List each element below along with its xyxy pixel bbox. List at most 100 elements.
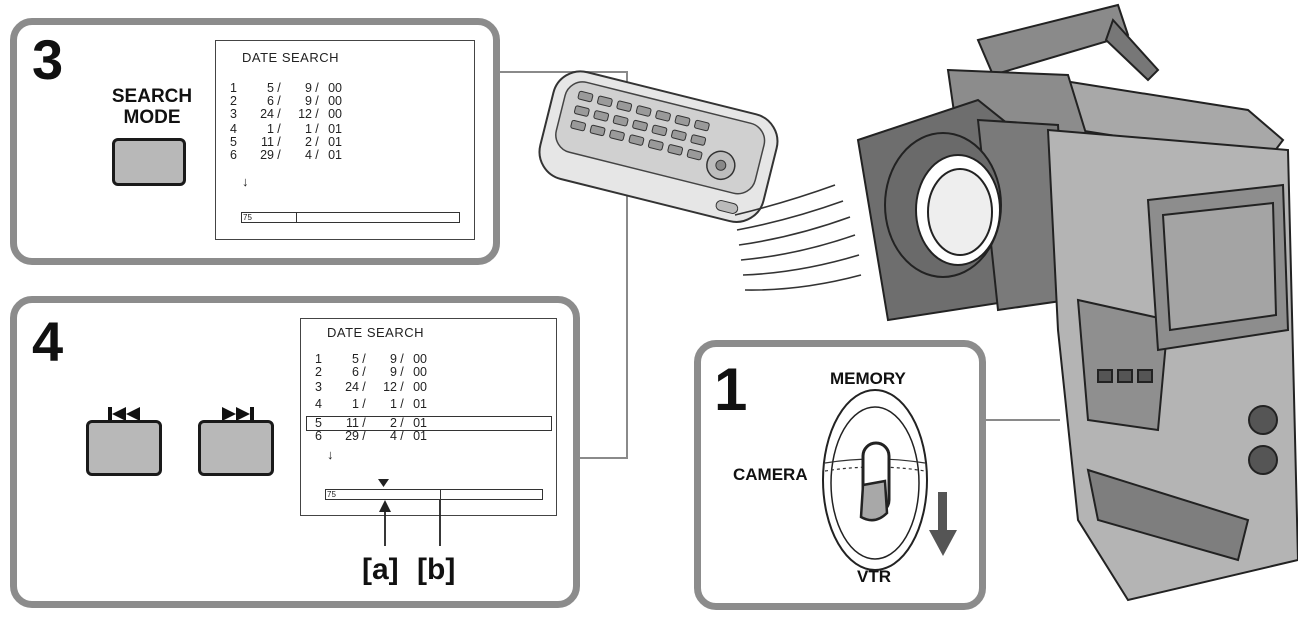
- row-day: 29: [260, 148, 274, 162]
- search-mode-label-line-2: MODE: [123, 107, 181, 128]
- row-day: 6: [267, 94, 274, 108]
- screen-3-more-arrow: ↓: [242, 174, 249, 189]
- row-year: 00: [328, 81, 342, 95]
- row-sep-2: /: [315, 81, 319, 95]
- row-month: 9: [305, 81, 312, 95]
- row-sep-2: /: [400, 380, 404, 394]
- row-sep-2: /: [315, 148, 319, 162]
- row-sep-2: /: [315, 135, 319, 149]
- row-month: 2: [305, 135, 312, 149]
- previous-index-button[interactable]: [86, 420, 162, 476]
- step-number-1: 1: [714, 356, 748, 423]
- next-index-icon: [222, 407, 254, 421]
- row-year: 01: [328, 135, 342, 149]
- camera-label: CAMERA: [733, 465, 808, 484]
- row-month: 4: [390, 429, 397, 443]
- row-month: 12: [298, 107, 312, 121]
- date-search-screen-3: [215, 40, 475, 240]
- screen-4-tape-search-point: [440, 490, 442, 499]
- row-index: 6: [230, 148, 237, 162]
- row-sep-1: /: [362, 365, 366, 379]
- power-switch-illustration[interactable]: [815, 385, 965, 575]
- selected-row-highlight: [306, 416, 552, 431]
- remote-commander-illustration: [538, 70, 779, 223]
- row-year: 01: [328, 148, 342, 162]
- step-number-4: 4: [32, 310, 64, 373]
- row-sep-2: /: [400, 429, 404, 443]
- row-sep-2: /: [400, 397, 404, 411]
- screen-3-tape-position: [296, 213, 298, 222]
- screen-4-tape-bar: 75: [325, 489, 543, 500]
- infrared-signal-waves: [734, 184, 862, 291]
- row-year: 00: [413, 352, 427, 366]
- row-day: 11: [261, 135, 274, 149]
- row-index: 1: [315, 352, 322, 366]
- row-sep-1: /: [277, 122, 281, 136]
- row-month: 9: [390, 365, 397, 379]
- step-number-3: 3: [32, 28, 64, 91]
- row-day: 11: [346, 416, 359, 430]
- row-sep-1: /: [277, 148, 281, 162]
- row-month: 9: [390, 352, 397, 366]
- callout-pointer-b: [439, 500, 441, 546]
- row-index: 2: [315, 365, 322, 379]
- row-day: 6: [352, 365, 359, 379]
- camcorder-illustration: [856, 3, 1298, 602]
- screen-3-title: DATE SEARCH: [242, 50, 339, 65]
- row-sep-1: /: [362, 397, 366, 411]
- row-day: 24: [260, 107, 274, 121]
- row-sep-1: /: [362, 380, 366, 394]
- row-month: 12: [383, 380, 397, 394]
- row-day: 1: [352, 397, 359, 411]
- callout-pointer-a: [379, 500, 391, 546]
- search-mode-label: SEARCH MODE: [92, 86, 212, 128]
- row-index: 3: [230, 107, 237, 121]
- row-month: 4: [305, 148, 312, 162]
- row-sep-2: /: [315, 107, 319, 121]
- row-sep-1: /: [362, 352, 366, 366]
- row-year: 00: [328, 94, 342, 108]
- screen-4-title: DATE SEARCH: [327, 325, 424, 340]
- row-sep-1: /: [362, 429, 366, 443]
- row-index: 3: [315, 380, 322, 394]
- memory-label: MEMORY: [830, 369, 906, 388]
- row-year: 00: [328, 107, 342, 121]
- screen-3-tape-bar: 75: [241, 212, 460, 223]
- down-arrow-icon: [929, 492, 957, 556]
- row-sep-1: /: [277, 81, 281, 95]
- search-mode-label-line-1: SEARCH: [111, 86, 193, 107]
- date-search-screen-4: [300, 318, 557, 516]
- search-mode-button[interactable]: [112, 138, 186, 186]
- row-day: 29: [345, 429, 359, 443]
- row-year: 01: [413, 416, 427, 430]
- row-index: 5: [315, 416, 322, 430]
- row-day: 1: [267, 122, 274, 136]
- row-sep-1: /: [277, 107, 281, 121]
- row-index: 2: [230, 94, 237, 108]
- row-index: 1: [230, 81, 237, 95]
- screen-4-tape-label: 75: [327, 490, 336, 499]
- callout-a-label: [a]: [362, 553, 399, 586]
- row-day: 24: [345, 380, 359, 394]
- row-sep-2: /: [400, 352, 404, 366]
- next-index-button[interactable]: [198, 420, 274, 476]
- row-sep-2: /: [315, 122, 319, 136]
- row-sep-2: /: [400, 416, 404, 430]
- row-year: 01: [413, 429, 427, 443]
- callout-b-label: [b]: [417, 553, 456, 586]
- vtr-label: VTR: [857, 567, 891, 586]
- row-index: 6: [315, 429, 322, 443]
- row-sep-1: /: [277, 94, 281, 108]
- row-sep-1: /: [362, 416, 366, 430]
- row-day: 5: [352, 352, 359, 366]
- row-day: 5: [267, 81, 274, 95]
- screen-4-more-arrow: ↓: [327, 447, 334, 462]
